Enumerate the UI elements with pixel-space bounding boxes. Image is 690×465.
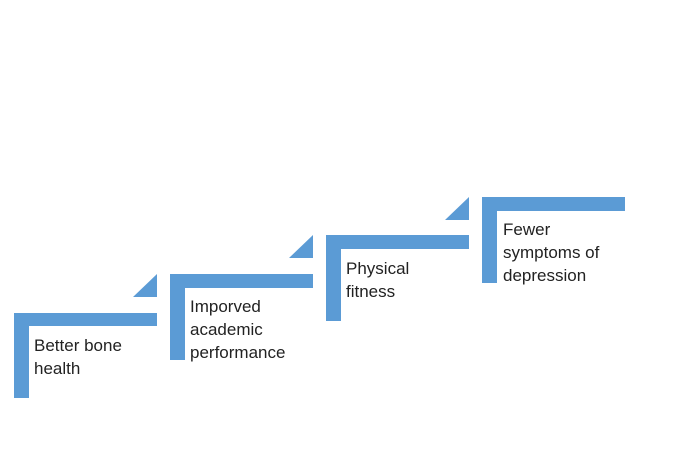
step-3-bracket xyxy=(326,235,469,321)
step-4-label: Fewer symptoms of depression xyxy=(503,220,600,285)
step-1-shape xyxy=(14,274,157,398)
step-1-arrow-triangle xyxy=(133,274,157,297)
step-2-shape xyxy=(170,235,313,360)
step-3-arrow-triangle xyxy=(445,197,469,220)
step-2-bracket xyxy=(170,274,313,360)
step-2-label: Imporved academic performance xyxy=(190,297,286,362)
step-2-arrow-triangle xyxy=(289,235,313,258)
step-4-bracket xyxy=(482,197,625,283)
step-1-bracket xyxy=(14,313,157,398)
step-4-shape xyxy=(482,197,625,283)
step-1-label: Better bone health xyxy=(34,336,122,378)
step-3-shape xyxy=(326,197,469,321)
step-3-label: Physical fitness xyxy=(346,259,410,301)
